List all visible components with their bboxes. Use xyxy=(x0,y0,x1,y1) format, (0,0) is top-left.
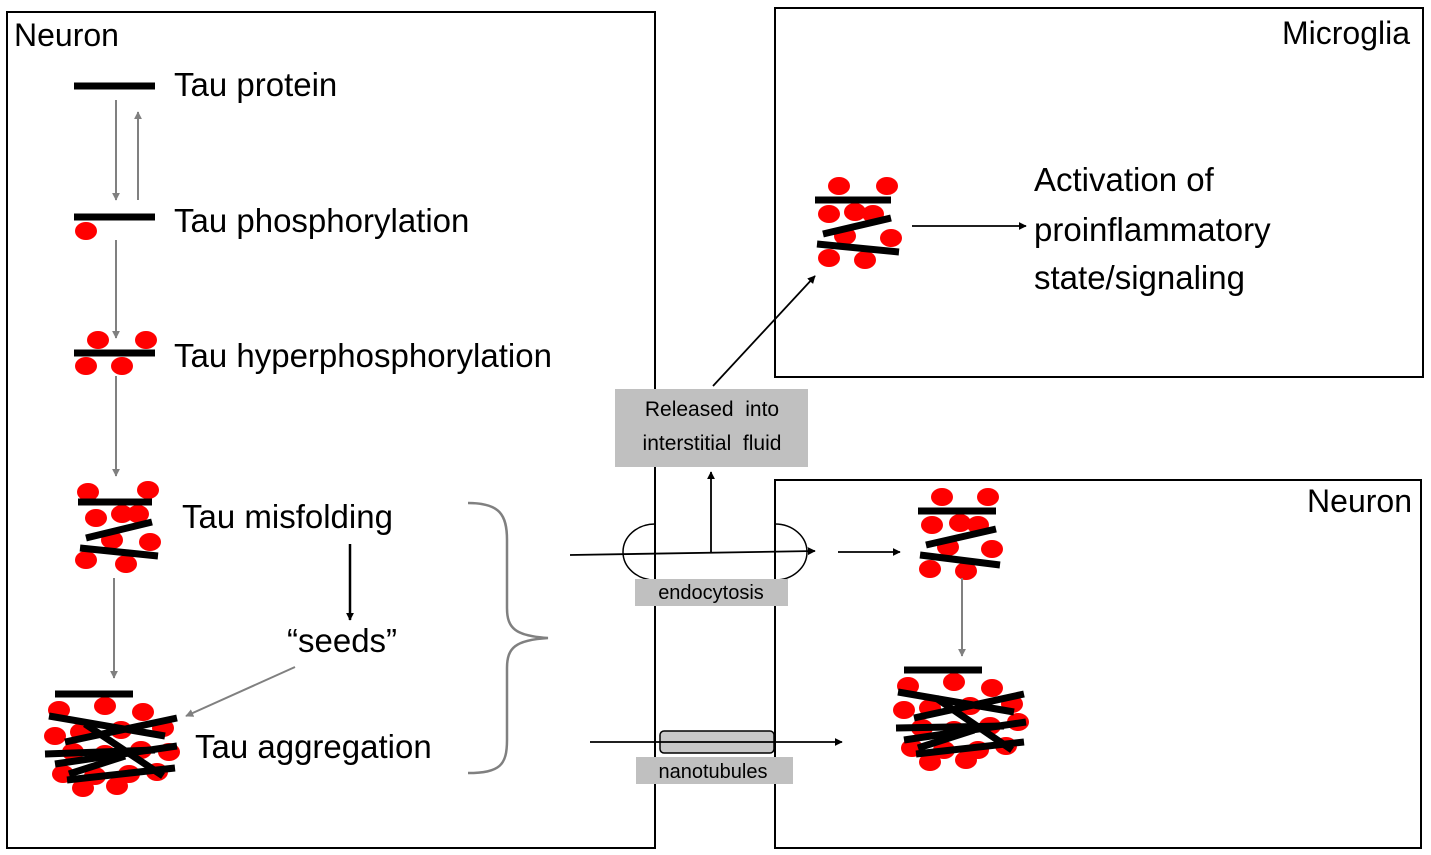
microglia-box xyxy=(774,7,1424,378)
endocytosis-label-box xyxy=(635,579,788,606)
tau-phosphorylation-icon xyxy=(74,213,155,240)
microglia-title: Microglia xyxy=(1282,15,1410,51)
tau-hyperphosphorylation-icon xyxy=(74,331,157,375)
activation-line2: proinflammatory xyxy=(1034,211,1271,248)
tau-protein-label: Tau protein xyxy=(174,66,337,103)
seeds-to-aggregation-arrow xyxy=(185,666,296,717)
endocytosis-label: endocytosis xyxy=(658,582,764,604)
tau-aggregation-label: Tau aggregation xyxy=(195,728,432,765)
nanotubules-label-box xyxy=(636,757,793,784)
nanotubules-label: nanotubules xyxy=(659,761,768,783)
tau-phosphorylation-label: Tau phosphorylation xyxy=(174,202,469,239)
grouping-brace xyxy=(467,501,549,775)
right-neuron-box xyxy=(774,479,1422,849)
microglia-tau-cluster xyxy=(815,177,902,269)
seeds-label: “seeds” xyxy=(287,622,397,659)
tau-aggregation-icon xyxy=(44,690,180,797)
right-neuron-seed-cluster xyxy=(918,488,1003,580)
left-neuron-title: Neuron xyxy=(14,17,119,53)
activation-line1: Activation of xyxy=(1034,161,1215,198)
tau-misfolding-icon xyxy=(75,481,161,573)
activation-line3: state/signaling xyxy=(1034,259,1245,296)
to-microglia-arrow xyxy=(712,275,816,387)
right-neuron-aggregate-cluster xyxy=(893,666,1029,771)
tau-hyperphosphorylation-label: Tau hyperphosphorylation xyxy=(174,337,552,374)
exocytosis-vesicle xyxy=(622,523,656,581)
endocytosis-arrow xyxy=(569,547,816,556)
released-label-line2: interstitial fluid xyxy=(643,432,782,455)
right-neuron-title: Neuron xyxy=(1307,483,1412,519)
released-label-box xyxy=(615,389,808,467)
released-label-line1: Released into xyxy=(645,398,779,421)
tau-misfolding-label: Tau misfolding xyxy=(182,498,393,535)
